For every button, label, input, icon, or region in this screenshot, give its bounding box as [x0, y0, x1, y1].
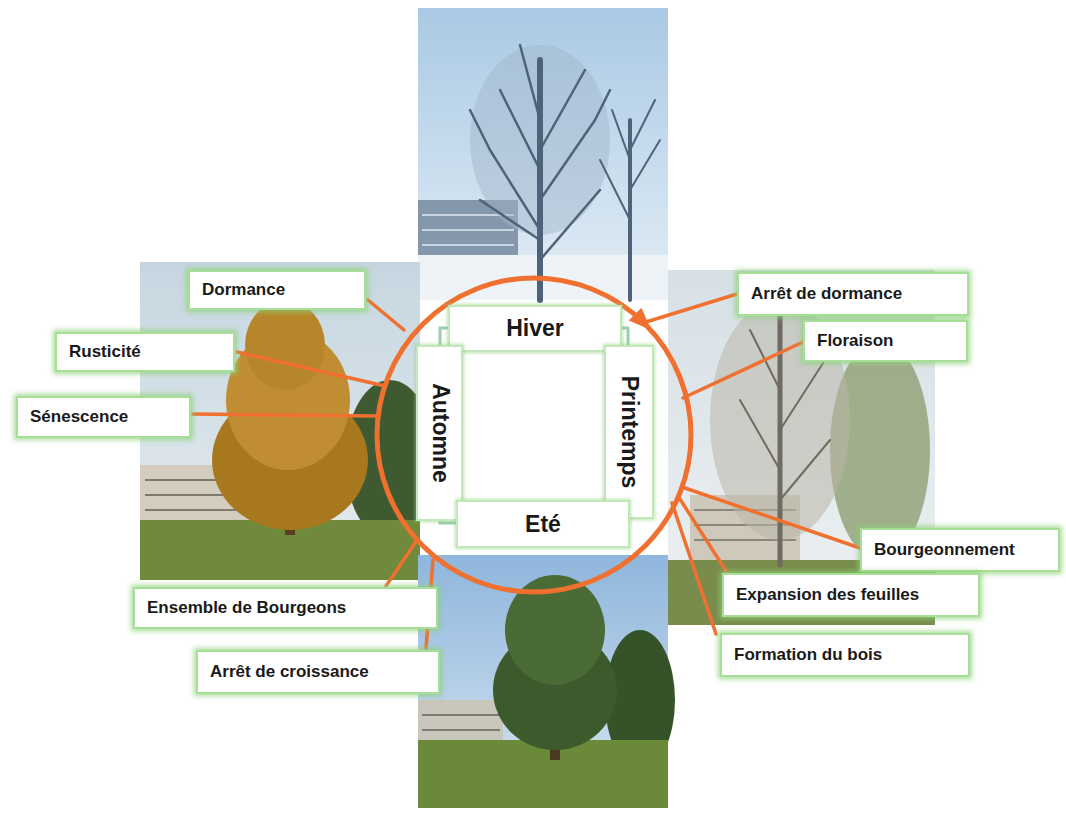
season-box: Automne — [416, 345, 463, 521]
season-name: Automne — [426, 383, 453, 483]
season-box: Hiver — [448, 305, 622, 352]
cycle-arrowhead — [629, 308, 651, 330]
stage-label: Arrêt de dormance — [737, 272, 969, 316]
stage-name: Expansion des feuilles — [736, 585, 919, 605]
stage-label: Expansion des feuilles — [722, 573, 980, 617]
stage-label: Rusticité — [55, 332, 235, 372]
stage-label: Bourgeonnement — [860, 528, 1060, 572]
stage-name: Formation du bois — [734, 645, 882, 665]
stage-label: Formation du bois — [720, 633, 970, 677]
stage-name: Arrêt de dormance — [751, 284, 902, 304]
stage-label: Dormance — [188, 270, 366, 310]
season-name: Hiver — [506, 315, 564, 342]
stage-name: Rusticité — [69, 342, 141, 362]
stage-name: Bourgeonnement — [874, 540, 1015, 560]
season-box: Eté — [456, 500, 630, 548]
stage-name: Sénescence — [30, 407, 128, 427]
stage-label: Ensemble de Bourgeons — [133, 587, 438, 629]
stage-name: Arrêt de croissance — [210, 662, 369, 682]
season-name: Eté — [525, 511, 561, 538]
stage-label: Arrêt de croissance — [196, 650, 440, 694]
cycle-circle — [377, 278, 691, 592]
stage-label: Sénescence — [16, 396, 191, 438]
winter-photo — [418, 8, 668, 300]
stage-label: Floraison — [803, 320, 968, 362]
stage-name: Floraison — [817, 331, 894, 351]
stage-name: Dormance — [202, 280, 285, 300]
stage-name: Ensemble de Bourgeons — [147, 598, 346, 618]
season-name: Printemps — [616, 376, 643, 488]
season-box: Printemps — [604, 345, 654, 519]
inner-frame — [440, 328, 628, 523]
